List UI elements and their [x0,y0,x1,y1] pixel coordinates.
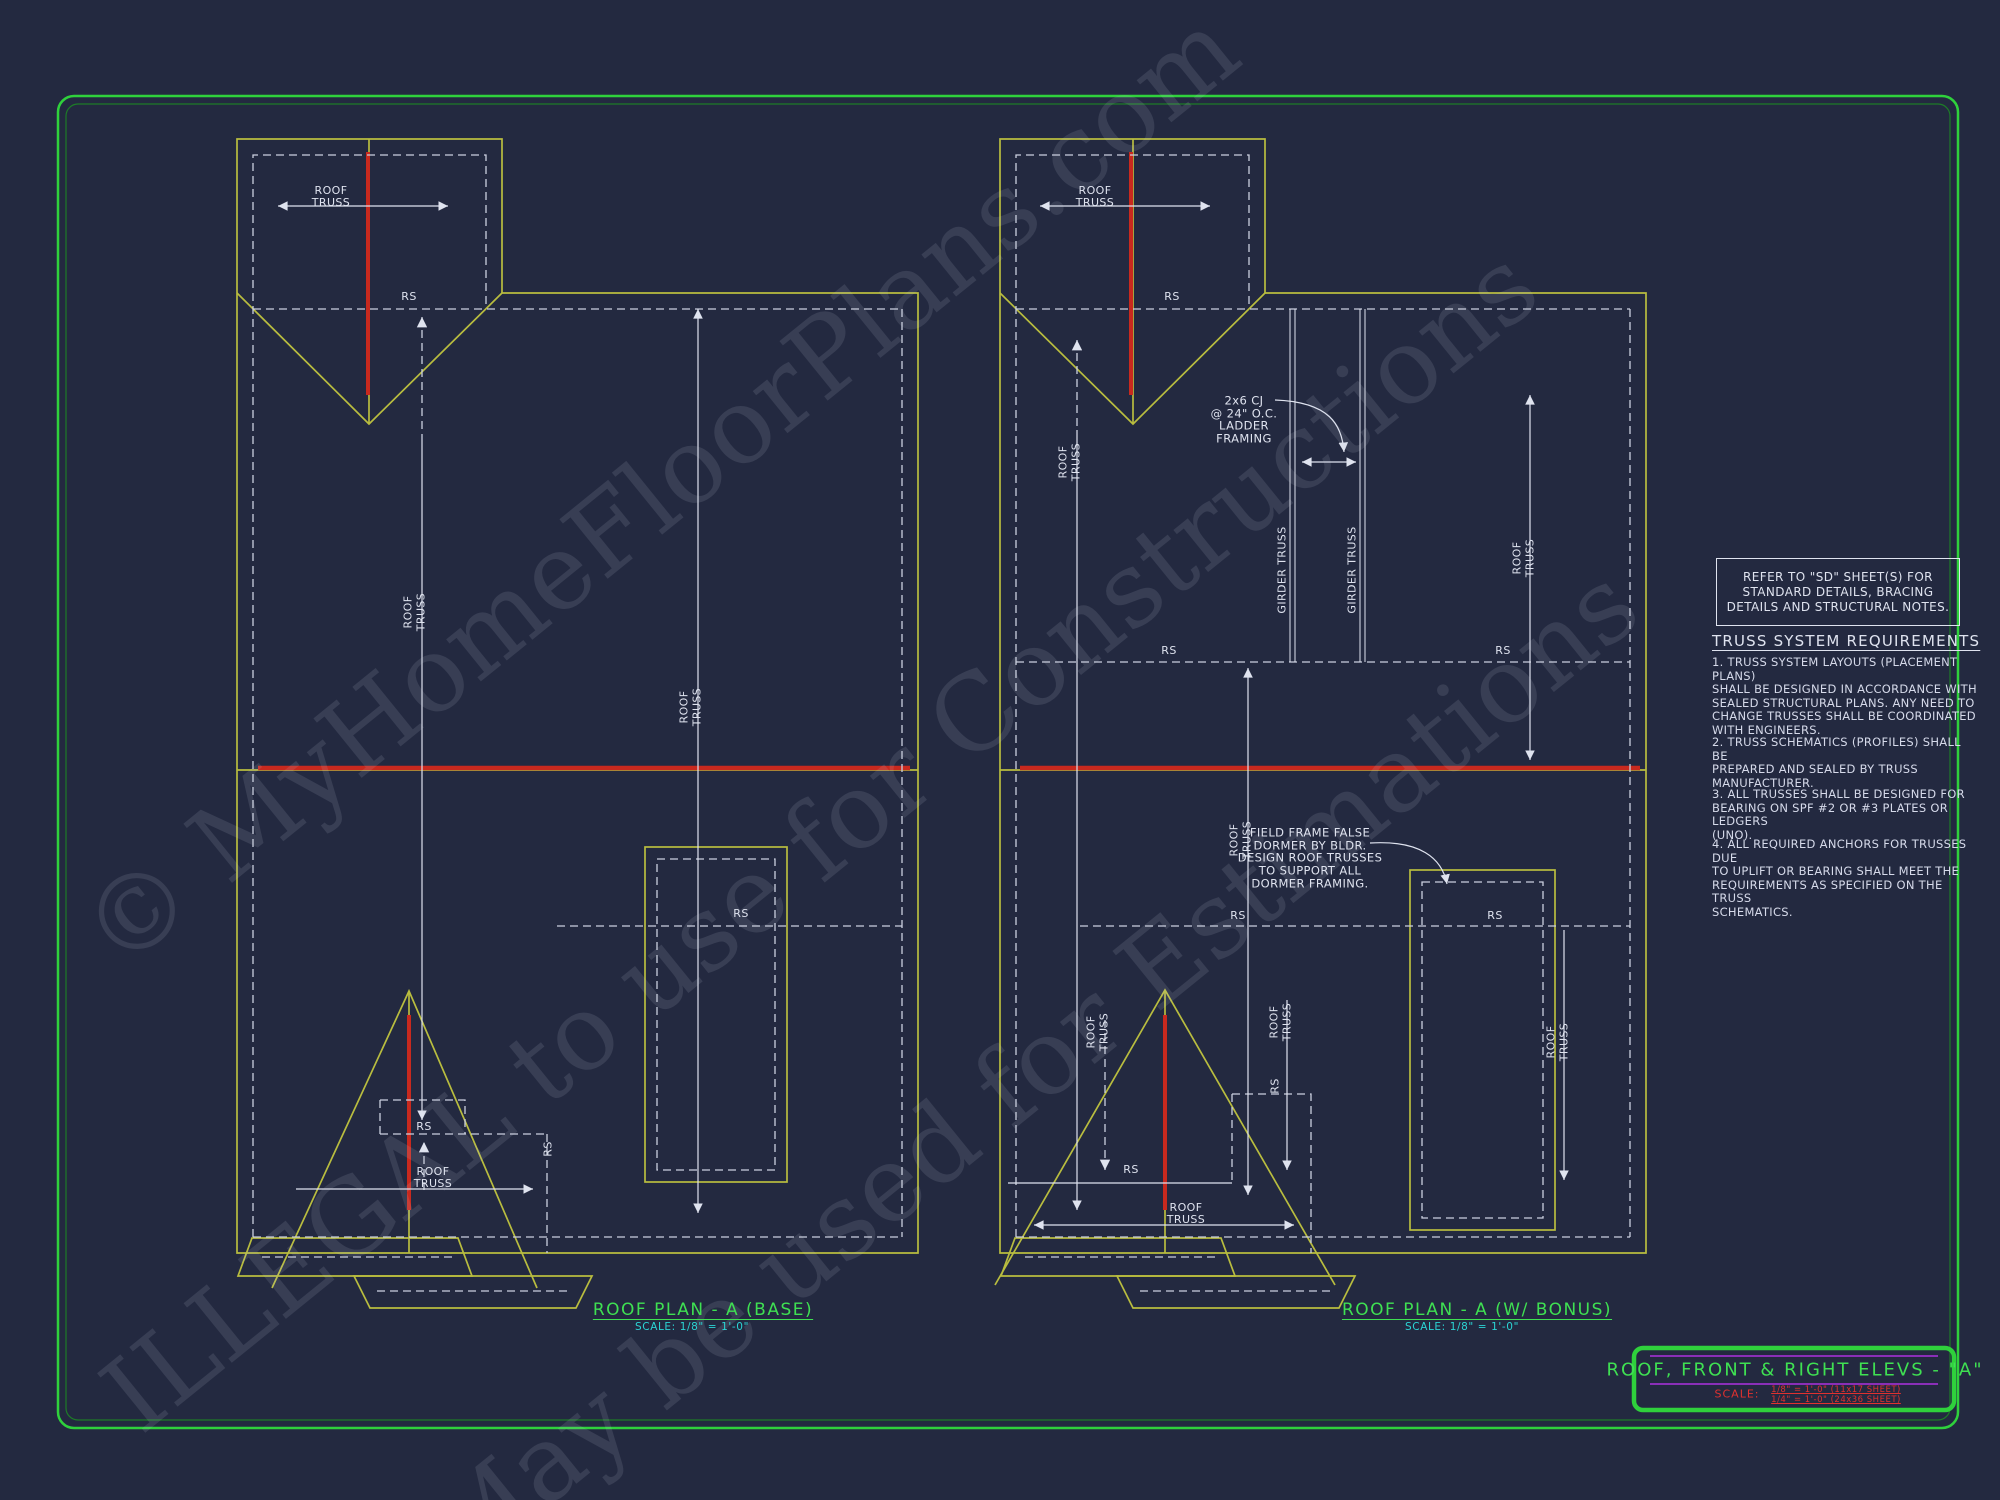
title-block-frame [1631,1345,1957,1413]
rs-label: RS [1268,1078,1282,1094]
rs-label: RS [1495,643,1511,657]
requirement-item: 1. TRUSS SYSTEM LAYOUTS (PLACEMENT PLANS… [1712,655,1977,737]
plan-bonus-lines [994,138,1647,1309]
titleblock-title: ROOF, FRONT & RIGHT ELEVS - "A" [1606,1359,1984,1381]
plan-bonus-scale: SCALE: 1/8" = 1'-0" [1404,1321,1520,1333]
roof-truss-label: ROOF TRUSS [413,1164,453,1190]
roof-truss-label: ROOF TRUSS [677,687,703,727]
roof-truss-label: ROOF TRUSS [401,592,427,632]
roof-truss-label: ROOF TRUSS [1267,1002,1293,1042]
plan-base-scale: SCALE: 1/8" = 1'-0" [634,1321,750,1333]
rs-label: RS [541,1141,555,1157]
roof-truss-label: ROOF TRUSS [1056,442,1082,482]
rs-label: RS [1487,908,1503,922]
roof-truss-label: ROOF TRUSS [1166,1200,1206,1226]
girder-truss-label: GIRDER TRUSS [1275,526,1289,614]
requirements-title: TRUSS SYSTEM REQUIREMENTS [1712,632,1981,650]
girder-truss-label: GIRDER TRUSS [1345,526,1359,614]
titleblock-scale-line-1: 1/8" = 1'-0" (11x17 SHEET) [1771,1385,1901,1395]
roof-truss-label: ROOF TRUSS [1084,1012,1110,1052]
rs-label: RS [416,1119,432,1133]
rs-label: RS [401,289,417,303]
false-dormer-note: FIELD FRAME FALSE DORMER BY BLDR. DESIGN… [1237,825,1383,890]
refer-note-box: REFER TO "SD" SHEET(S) FOR STANDARD DETA… [1716,558,1960,626]
ladder-framing-note: 2x6 CJ @ 24" O.C. LADDER FRAMING [1210,393,1278,446]
roof-truss-label: ROOF TRUSS [311,183,351,209]
requirement-item: 4. ALL REQUIRED ANCHORS FOR TRUSSES DUE … [1712,837,1967,919]
sheet-border [56,94,1960,1430]
titleblock-scale-line-2: 1/4" = 1'-0" (24x36 SHEET) [1771,1395,1901,1405]
roof-truss-label: ROOF TRUSS [1544,1022,1570,1062]
roof-truss-label: ROOF TRUSS [1075,183,1115,209]
plan-bonus-title: ROOF PLAN - A (W/ BONUS) [1341,1300,1613,1320]
refer-note-text: REFER TO "SD" SHEET(S) FOR STANDARD DETA… [1726,569,1950,614]
rs-label: RS [1161,643,1177,657]
roof-truss-label: ROOF TRUSS [1510,538,1536,578]
requirement-item: 2. TRUSS SCHEMATICS (PROFILES) SHALL BE … [1712,735,1961,790]
rs-label: RS [1123,1162,1139,1176]
titleblock-scale-label: SCALE: [1714,1387,1760,1401]
requirement-item: 3. ALL TRUSSES SHALL BE DESIGNED FOR BEA… [1712,787,1965,842]
plan-base-title: ROOF PLAN - A (BASE) [592,1300,814,1320]
rs-label: RS [733,906,749,920]
rs-label: RS [1164,289,1180,303]
rs-label: RS [1230,908,1246,922]
plan-base-lines [236,138,919,1309]
